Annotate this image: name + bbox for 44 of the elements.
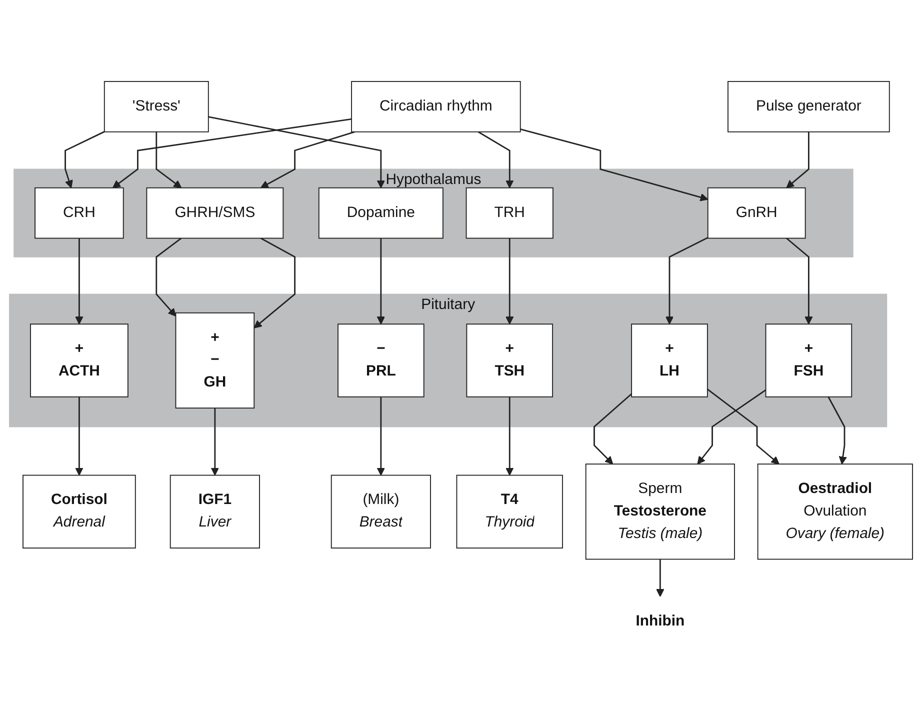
arrow — [210, 408, 220, 476]
node-box: Dopamine — [318, 187, 444, 238]
arrow — [478, 131, 514, 188]
node-box: + FSH — [765, 323, 852, 398]
arrow — [786, 237, 813, 324]
node-box: IGF1 Liver — [170, 474, 260, 548]
arrow — [786, 132, 810, 188]
node-box: Sperm Testosterone Testis (male) — [585, 463, 735, 560]
arrow — [665, 236, 708, 324]
node-box: T4 Thyroid — [456, 474, 563, 548]
node-box: Circadian rhythm — [351, 80, 521, 132]
arrow — [707, 388, 780, 464]
arrow — [376, 396, 386, 476]
node-box: + TSH — [466, 323, 554, 398]
arrow — [64, 130, 105, 188]
arrow — [828, 396, 847, 464]
arrow — [75, 396, 84, 476]
arrow — [506, 238, 514, 324]
node-box: CRH — [34, 187, 124, 238]
arrow — [112, 118, 352, 188]
arrow — [656, 559, 664, 597]
node-box: + ACTH — [30, 323, 128, 398]
arrow — [697, 389, 766, 464]
node-box: GHRH/SMS — [146, 187, 284, 238]
arrow — [156, 132, 182, 188]
node-box: 'Stress' — [104, 80, 209, 132]
arrow — [75, 238, 84, 324]
node-box: + − GH — [175, 312, 255, 408]
arrow — [208, 116, 386, 188]
arrow — [254, 237, 296, 328]
node-text: Inhibin — [636, 613, 685, 630]
node-box: − PRL — [338, 323, 424, 398]
arrow — [260, 130, 356, 188]
arrow — [376, 238, 386, 324]
arrow — [506, 396, 514, 476]
arrow — [156, 237, 182, 316]
node-box: TRH — [466, 187, 554, 238]
node-box: Pulse generator — [728, 80, 890, 132]
node-box: + LH — [631, 323, 708, 398]
arrow — [594, 393, 632, 464]
node-box: Cortisol Adrenal — [22, 474, 136, 548]
arrow — [520, 128, 708, 202]
node-box: Oestradiol Ovulation Ovary (female) — [757, 463, 913, 560]
node-box: GnRH — [707, 187, 806, 238]
